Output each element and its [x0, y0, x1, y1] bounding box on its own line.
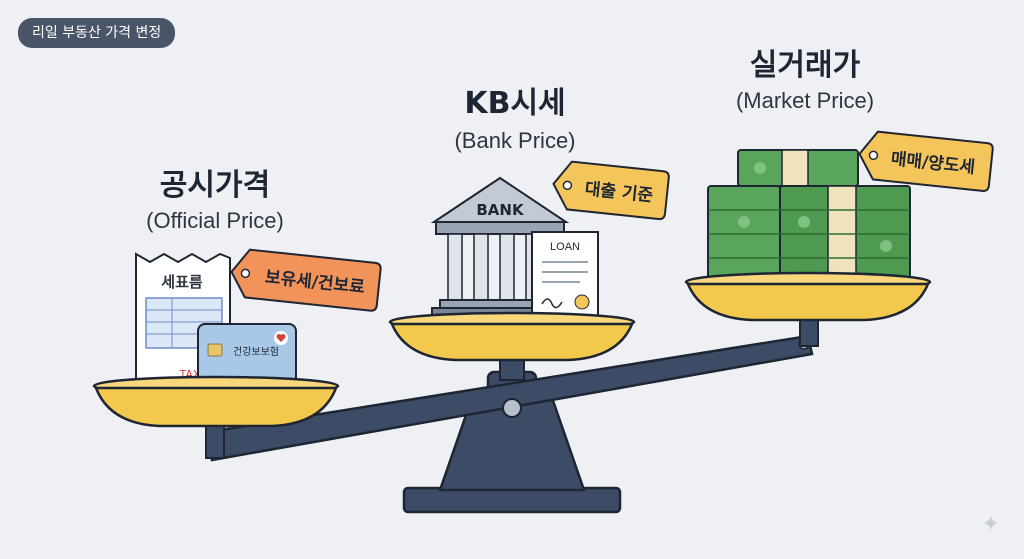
right-title: 실거래가 [749, 48, 861, 83]
topic-badge: 리일 부동산 가격 변정 [18, 18, 176, 48]
middle-tag: 대출 기준 [552, 160, 670, 221]
left-subtitle: (Official Price) [146, 208, 284, 233]
sparkle-icon: ✦ [981, 512, 1000, 537]
left-title: 공시가격 [159, 168, 271, 203]
middle-subtitle: (Bank Price) [454, 128, 576, 153]
right-subtitle: (Market Price) [735, 88, 875, 113]
right-tag: 매매/양도세 [858, 130, 994, 192]
bank-sign: BANK [476, 201, 525, 219]
middle-title: KB시세 [464, 86, 566, 121]
right-pan [684, 271, 932, 322]
heart-icon [274, 331, 288, 345]
receipt-label: 세표름 [161, 273, 203, 291]
health-insurance-card: 건강보보험 [197, 323, 297, 385]
card-label: 건강보보험 [233, 346, 279, 358]
left-tag: 보유세/건보료 [230, 248, 382, 312]
loan-doc-label: LOAN [550, 241, 580, 253]
middle-pan [388, 311, 636, 362]
loan-document: LOAN [531, 231, 599, 319]
left-pan [92, 375, 340, 428]
money-stacks [707, 149, 911, 281]
